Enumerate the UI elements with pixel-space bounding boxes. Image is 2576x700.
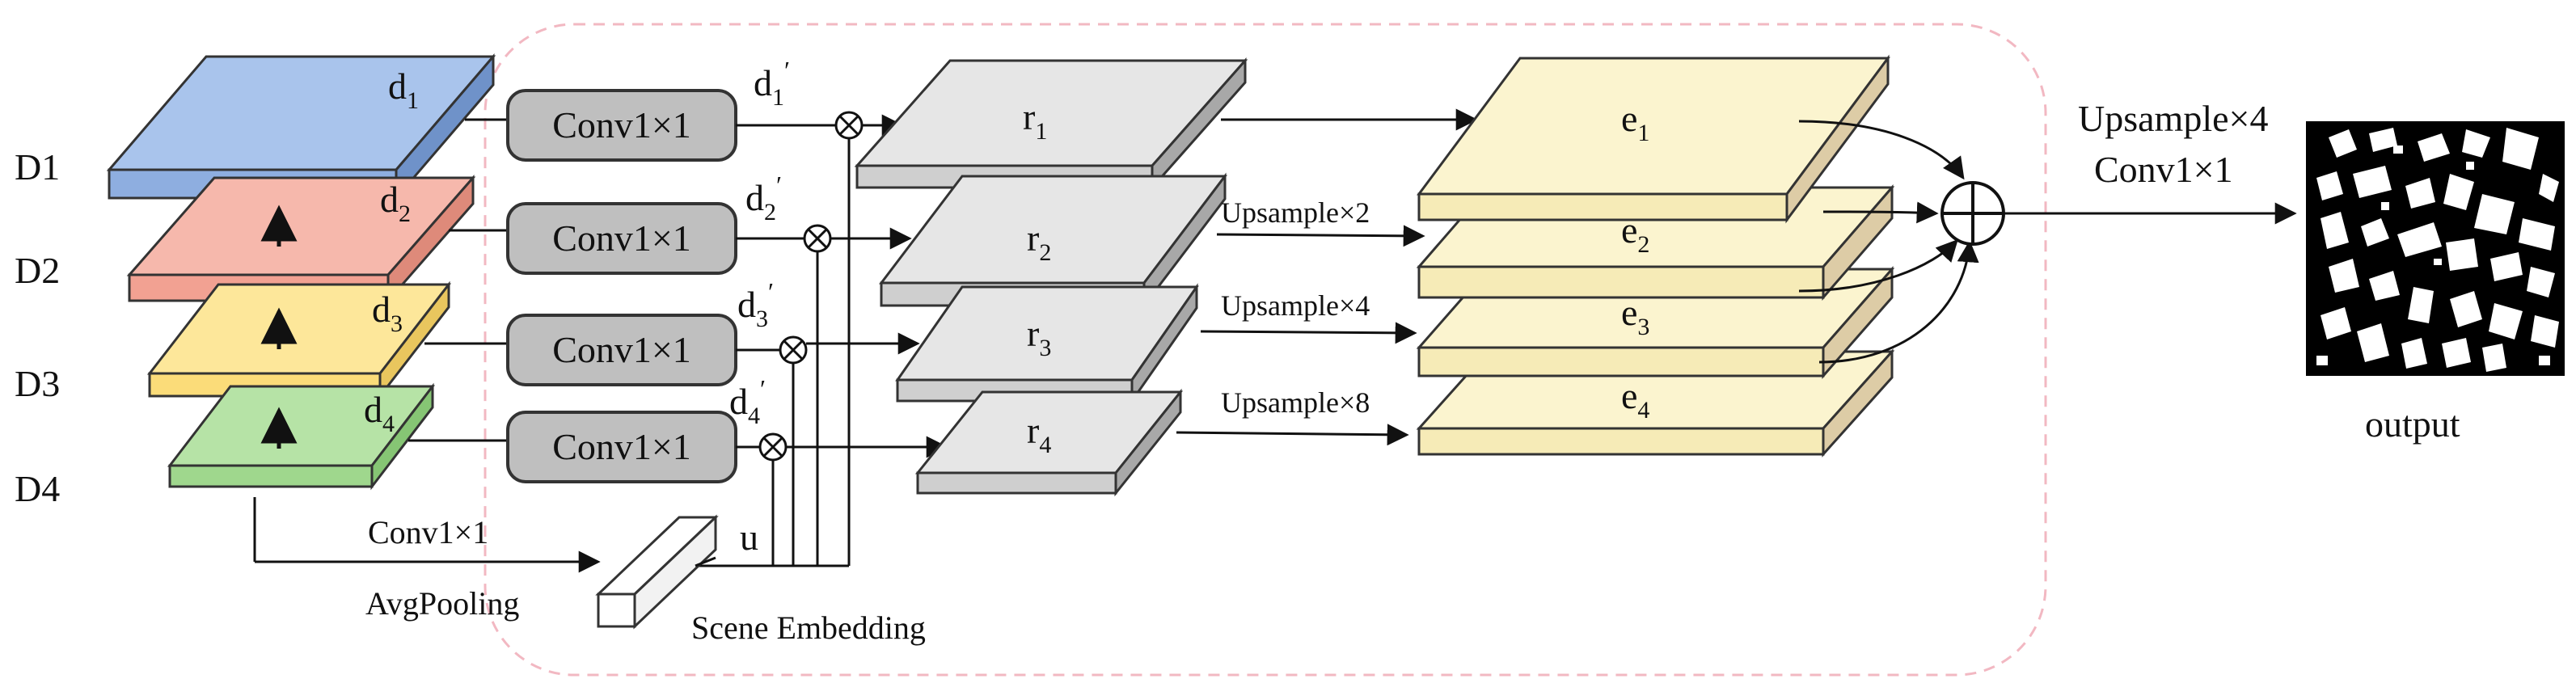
upsample-x2-label: Upsample×2 — [1221, 196, 1370, 229]
bottom-conv-label: Conv1×1 — [368, 514, 488, 550]
level-label-d4: D4 — [15, 468, 60, 509]
sum-arrow-e2 — [1822, 201, 1939, 224]
relation-label-r3: r3 — [1027, 313, 1051, 361]
upsample-x4-label: Upsample×4 — [1221, 289, 1370, 322]
feature-plate-d3 — [146, 280, 452, 400]
feature-label-d1: d1 — [388, 65, 419, 114]
sum-arrow-e3 — [1798, 239, 1958, 293]
feature-prime-label-d3: d3′ — [737, 277, 774, 332]
sum-arrow-e1 — [1798, 120, 1965, 180]
conv-block-2: Conv1×1 — [506, 202, 737, 275]
output-segmentation-image — [2306, 121, 2565, 376]
relation-label-r4: r4 — [1027, 410, 1051, 458]
scene-embedding-vector — [595, 514, 719, 630]
feature-label-d4: d4 — [364, 389, 395, 437]
enhanced-label-e4: e4 — [1621, 375, 1649, 424]
head-conv-label: Conv1×1 — [2094, 149, 2233, 190]
avgpooling-label: AvgPooling — [365, 585, 519, 622]
relation-plate-r1 — [854, 57, 1248, 191]
relation-label-r2: r2 — [1027, 217, 1051, 266]
feature-prime-label-d1: d1′ — [754, 56, 790, 111]
level-label-d1: D1 — [15, 146, 60, 188]
multiply-node-4 — [758, 432, 788, 462]
conv-block-4: Conv1×1 — [506, 411, 737, 483]
feature-plate-d4 — [167, 382, 436, 491]
level-label-d2: D2 — [15, 250, 60, 291]
conv-block-4-label: Conv1×1 — [552, 426, 691, 467]
enhanced-plate-e1 — [1417, 54, 1890, 224]
multiply-node-1 — [834, 111, 864, 140]
feature-label-d3: d3 — [372, 289, 403, 337]
enhanced-label-e2: e2 — [1621, 209, 1649, 258]
multiply-node-3 — [779, 335, 808, 365]
relation-plate-r4 — [914, 388, 1184, 497]
enhanced-label-e1: e1 — [1621, 98, 1649, 146]
conv-block-1-label: Conv1×1 — [552, 104, 691, 145]
level-label-d3: D3 — [15, 363, 60, 404]
conv-block-2-label: Conv1×1 — [552, 217, 691, 259]
multiply-node-2 — [803, 224, 832, 253]
scene-embedding-u-label: u — [740, 517, 758, 558]
conv-block-1: Conv1×1 — [506, 89, 737, 162]
upsample-x8-label: Upsample×8 — [1221, 386, 1370, 419]
sum-arrow-e4 — [1818, 240, 1979, 364]
conv-block-3-label: Conv1×1 — [552, 329, 691, 370]
feature-prime-label-d4: d4′ — [729, 374, 766, 429]
enhanced-label-e3: e3 — [1621, 292, 1649, 340]
scene-embedding-label: Scene Embedding — [691, 609, 926, 646]
conv-block-3: Conv1×1 — [506, 314, 737, 386]
feature-prime-label-d2: d2′ — [745, 171, 782, 226]
feature-label-d2: d2 — [380, 179, 411, 227]
head-upsample-label: Upsample×4 — [2078, 98, 2268, 139]
relation-label-r1: r1 — [1023, 96, 1047, 145]
output-label: output — [2365, 403, 2460, 445]
sum-node — [1940, 181, 2005, 246]
